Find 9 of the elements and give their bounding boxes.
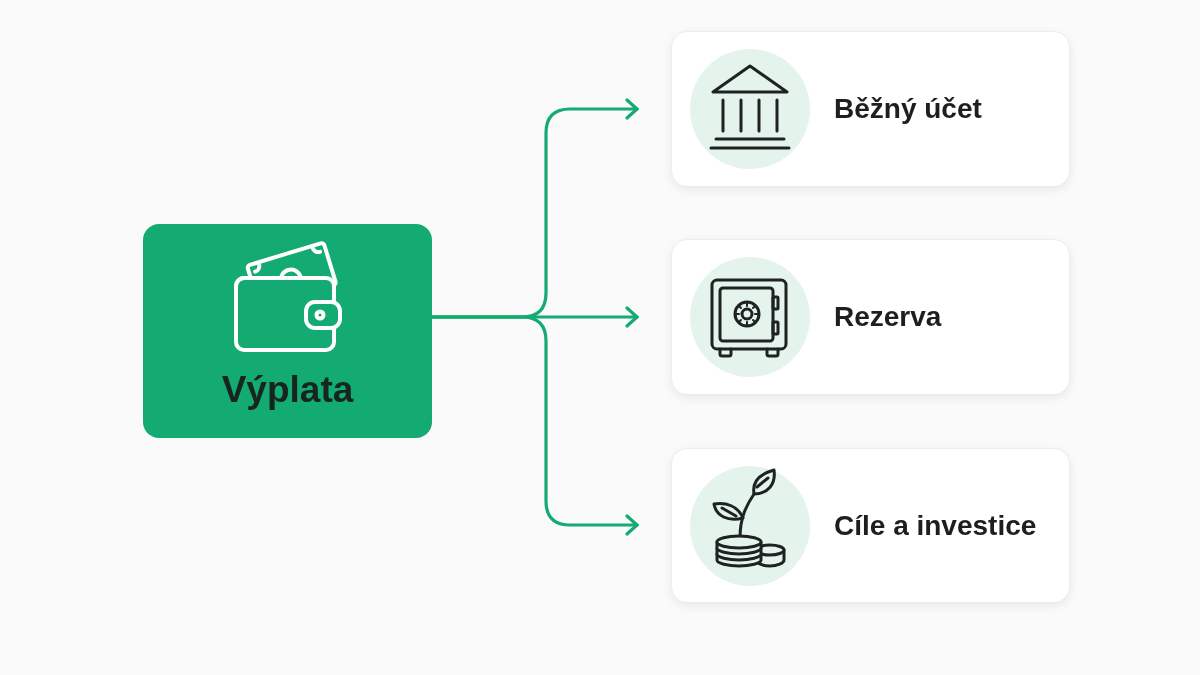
- node-title: Cíle a investice: [834, 508, 1037, 543]
- node-title: Běžný účet: [834, 92, 982, 126]
- destination-card: [671, 239, 1070, 395]
- arrow: [430, 315, 639, 536]
- source-box: [143, 224, 432, 438]
- destination-card: [671, 448, 1070, 603]
- node-title: Rezerva: [834, 300, 942, 334]
- node-title: Výplata: [221, 368, 354, 412]
- destination-card: [671, 31, 1070, 187]
